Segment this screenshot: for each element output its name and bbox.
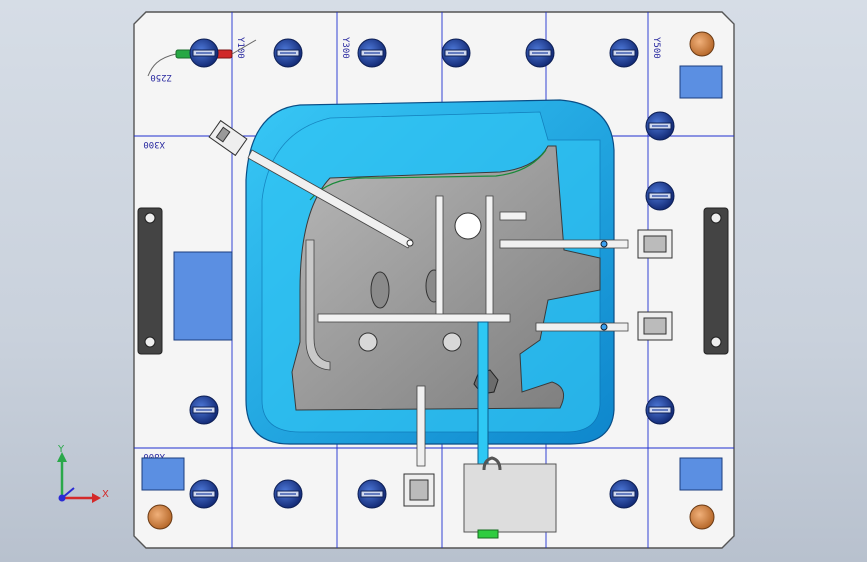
bolt-icon <box>357 479 387 509</box>
grid-label-y100: Y100 <box>235 37 245 59</box>
grid-label-x300: X300 <box>143 139 165 149</box>
slide-gauge[interactable] <box>463 321 557 539</box>
bolt-icon <box>645 395 675 425</box>
bolt-group <box>189 38 675 509</box>
grid-label-z250: Z250 <box>150 72 172 82</box>
bolt-icon <box>609 479 639 509</box>
bolt-icon <box>189 38 219 68</box>
part-slot-left <box>370 271 390 309</box>
grid-label-y300: Y300 <box>340 37 350 59</box>
locating-pad-bottom-right <box>679 457 723 491</box>
bolt-icon <box>189 479 219 509</box>
grid-label-x800: X800 <box>143 451 165 461</box>
locating-pad-bottom-left <box>141 457 185 491</box>
clamp-arm-bottom[interactable] <box>403 385 435 507</box>
locating-pins <box>147 31 715 530</box>
coordinate-triad: Y X <box>57 444 109 503</box>
part-tube <box>305 239 331 371</box>
clamp-arm-right-lower[interactable] <box>535 311 673 341</box>
locating-pad-left <box>173 251 233 341</box>
triad-y-label: Y <box>57 444 65 455</box>
bolt-icon <box>189 395 219 425</box>
part-hole-large <box>454 212 482 240</box>
bolt-icon <box>273 479 303 509</box>
part-flange-edge <box>309 149 547 201</box>
grid-label-y500: Y500 <box>651 37 661 59</box>
part-boss-right <box>442 332 462 352</box>
bolt-icon <box>273 38 303 68</box>
part-boss-left <box>358 332 378 352</box>
bolt-icon <box>441 38 471 68</box>
locating-pad-top-right <box>679 65 723 99</box>
bolt-icon <box>645 181 675 211</box>
support-bars <box>317 195 527 323</box>
handle-left[interactable] <box>137 207 163 355</box>
bolt-icon <box>525 38 555 68</box>
bolt-icon <box>609 38 639 68</box>
clamp-arm-right-upper[interactable] <box>499 229 673 259</box>
clamp-arm-diagonal[interactable] <box>208 119 414 249</box>
handle-right[interactable] <box>703 207 729 355</box>
bolt-icon <box>645 111 675 141</box>
bolt-icon <box>357 38 387 68</box>
triad-x-label: X <box>102 489 109 500</box>
